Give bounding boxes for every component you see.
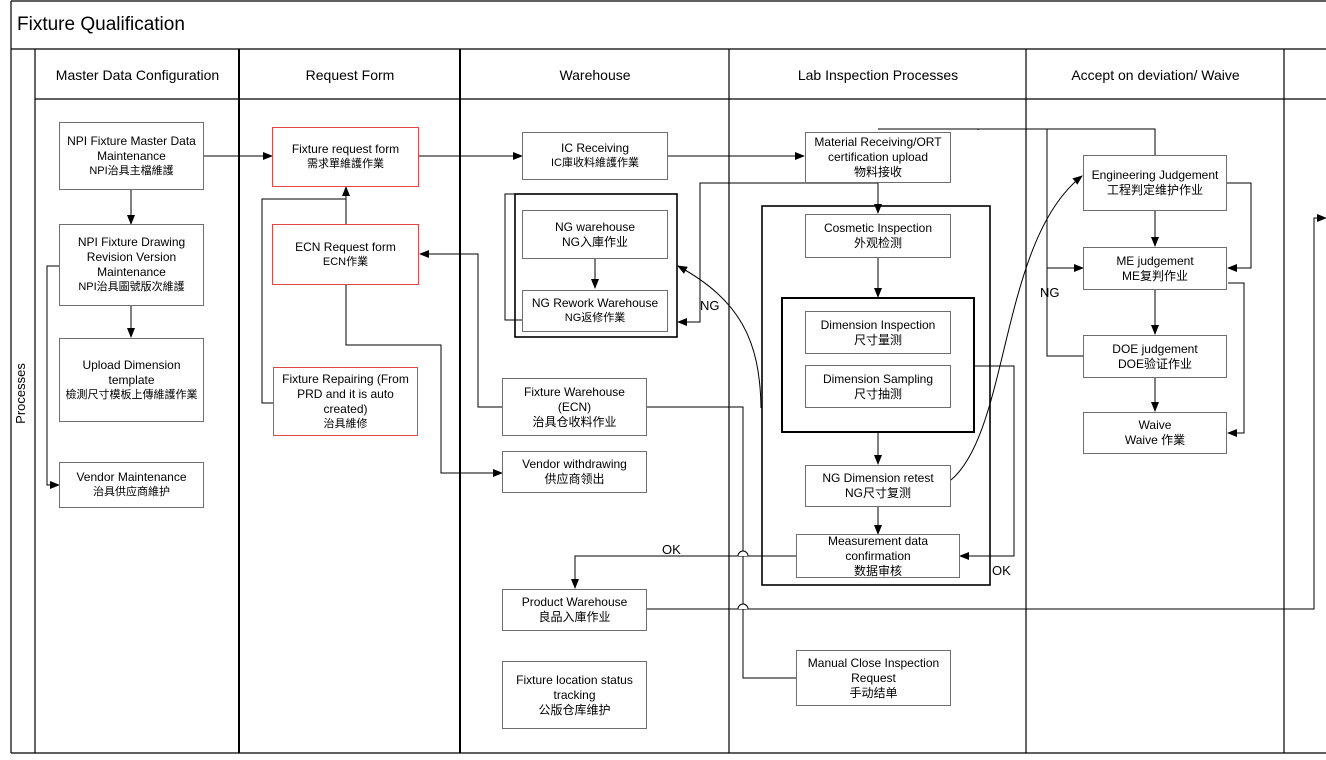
- edge-me-to-waive-right: [1227, 282, 1245, 437]
- edge-label-ok-right: OK: [992, 563, 1011, 578]
- edge-label-ng-left: NG: [700, 298, 720, 313]
- edge-drawing-to-vendor: [46, 265, 60, 489]
- node-npi-drawing[interactable]: NPI Fixture Drawing Revision Version Mai…: [59, 224, 204, 306]
- edge-fixturewh-to-manual-close: [647, 406, 796, 679]
- lane-deviation-waive: Accept on deviation/ Waive: [1071, 66, 1240, 83]
- edge-group-left: [504, 193, 522, 321]
- edge-product-to-next: [647, 214, 1326, 610]
- edge-ecn-to-vendor-withdraw: [345, 285, 503, 477]
- edge-eng-to-me-right: [1227, 182, 1252, 272]
- edge-label-ng-right: NG: [1040, 285, 1060, 300]
- edge-material-to-rework: [677, 182, 878, 326]
- edge-label-ok-top: OK: [662, 542, 681, 557]
- lane-lab-inspection: Lab Inspection Processes: [797, 66, 959, 83]
- edge-measure-to-product: [571, 555, 796, 589]
- lane-master-data: Master Data Configuration: [55, 66, 220, 83]
- ng-warehouse-group: [514, 193, 678, 338]
- frame: [10, 0, 1326, 754]
- node-material-receiving[interactable]: Material Receiving/ORT certification upl…: [805, 132, 951, 183]
- diagram-title: Fixture Qualification: [17, 14, 185, 35]
- edge-ng-to-ngwh: [677, 265, 762, 409]
- edge-top-loop: [878, 128, 1156, 155]
- edge-fixturewh-to-ecn: [419, 250, 502, 408]
- lane-warehouse: Warehouse: [559, 66, 631, 83]
- node-fixture-warehouse[interactable]: Fixture Warehouse (ECN)治具仓收料作业: [502, 378, 647, 436]
- edge-sampling-to-measure: [959, 365, 1015, 560]
- edge-ng-loop: [1046, 129, 1084, 357]
- node-fixture-repairing[interactable]: Fixture Repairing (From PRD and it is au…: [273, 367, 418, 436]
- edge-retest-to-eng: [950, 175, 1083, 481]
- edge-repair-to-request: [261, 198, 346, 404]
- lane-request-form: Request Form: [305, 66, 395, 83]
